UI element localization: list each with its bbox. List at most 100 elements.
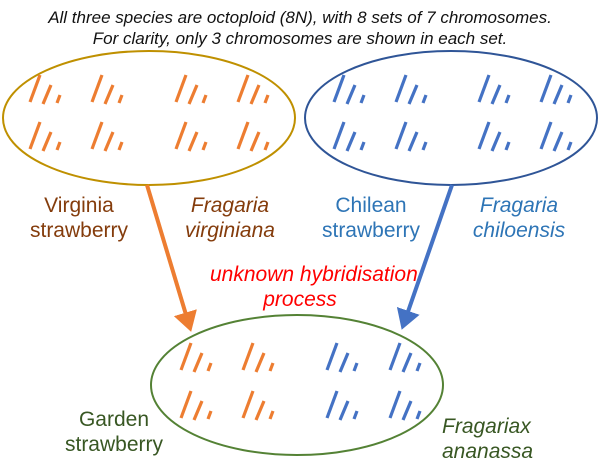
chromosome-stroke — [55, 94, 62, 104]
chromosome-stroke — [241, 342, 255, 371]
chromosome-stroke — [103, 131, 115, 152]
chilean-latin-line-2: chiloensis — [472, 219, 566, 242]
chromosome-stroke — [179, 342, 193, 371]
chilean-latin-name: Fragaria chiloensis — [458, 193, 580, 243]
chromosome-stroke — [332, 121, 346, 150]
virginia-latin-line-1: Fragaria — [190, 194, 270, 217]
chromosome-stroke — [249, 84, 261, 105]
chilean-chromosome-set — [477, 121, 511, 152]
chilean-common-line-1: Chilean — [335, 194, 407, 217]
chromosome-stroke — [401, 400, 413, 421]
virginia-chromosome-set — [90, 74, 124, 105]
virginia-common-line-2: strawberry — [29, 219, 129, 242]
chromosome-stroke — [174, 74, 188, 103]
chromosome-stroke — [490, 131, 502, 152]
virginia-latin-name: Fragaria virginiana — [170, 193, 290, 243]
chilean-chromosome-set — [394, 74, 428, 105]
chromosome-stroke — [401, 352, 413, 373]
virginia-chromosome-set — [28, 74, 62, 105]
chromosome-stroke — [254, 400, 266, 421]
chromosome-stroke — [345, 84, 357, 105]
chromosome-stroke — [325, 342, 339, 371]
chromosome-stroke — [201, 94, 208, 104]
garden-common-line-2: strawberry — [64, 433, 164, 456]
chromosome-stroke — [566, 94, 573, 104]
chromosome-stroke — [187, 131, 199, 152]
chromosome-stroke — [41, 131, 53, 152]
chromosome-stroke — [394, 121, 408, 150]
virginia-common-line-1: Virginia — [44, 194, 114, 217]
chromosome-stroke — [187, 84, 199, 105]
hybridisation-process-label: unknown hybridisation process — [210, 262, 418, 312]
chromosome-stroke — [415, 410, 422, 420]
chromosome-stroke — [206, 362, 213, 372]
chromosome-stroke — [268, 362, 275, 372]
chromosome-stroke — [236, 74, 250, 103]
chilean-arrow — [396, 184, 454, 330]
chromosome-stroke — [249, 131, 261, 152]
virginia-chromosome-set — [28, 121, 62, 152]
chromosome-stroke — [539, 121, 553, 150]
garden-latin-line-1: Fragariax — [442, 415, 531, 438]
chromosome-stroke — [192, 352, 204, 373]
chromosome-stroke — [552, 84, 564, 105]
chromosome-stroke — [388, 342, 402, 371]
chromosome-stroke — [490, 84, 502, 105]
chromosome-stroke — [504, 94, 511, 104]
chilean-latin-line-1: Fragaria — [479, 194, 559, 217]
chromosome-stroke — [117, 141, 124, 151]
chromosome-stroke — [338, 352, 350, 373]
chromosome-stroke — [268, 410, 275, 420]
chromosome-stroke — [477, 74, 491, 103]
chromosome-stroke — [28, 74, 42, 103]
hybrid-chilean-chromosome-set — [388, 390, 422, 421]
chromosome-stroke — [241, 390, 255, 419]
chromosome-stroke — [345, 131, 357, 152]
chromosome-stroke — [359, 94, 366, 104]
chromosome-stroke — [352, 410, 359, 420]
chromosome-stroke — [552, 131, 564, 152]
virginia-chromosome-set — [174, 121, 208, 152]
chilean-chromosome-set — [394, 121, 428, 152]
chilean-chromosome-set — [332, 121, 366, 152]
process-line-2: process — [263, 288, 337, 311]
chilean-chromosome-set — [539, 74, 573, 105]
virginia-arrow — [145, 184, 197, 332]
hybrid-chilean-chromosome-set — [388, 342, 422, 373]
chromosome-stroke — [388, 390, 402, 419]
hybrid-chilean-chromosome-set — [325, 390, 359, 421]
hybrid-virginia-chromosome-set — [241, 342, 275, 373]
chromosome-stroke — [90, 74, 104, 103]
chromosome-stroke — [179, 390, 193, 419]
chilean-common-name: Chilean strawberry — [308, 193, 434, 243]
chromosome-stroke — [407, 131, 419, 152]
chromosome-stroke — [504, 141, 511, 151]
virginia-chromosome-set — [90, 121, 124, 152]
chromosome-stroke — [192, 400, 204, 421]
chromosome-stroke — [539, 74, 553, 103]
chromosome-stroke — [352, 362, 359, 372]
hybrid-virginia-chromosome-set — [179, 342, 213, 373]
chromosome-stroke — [90, 121, 104, 150]
chromosome-stroke — [407, 84, 419, 105]
chromosome-stroke — [254, 352, 266, 373]
chromosome-stroke — [325, 390, 339, 419]
note-line-1: All three species are octoploid (8N), wi… — [48, 8, 552, 27]
chilean-ellipse — [304, 50, 598, 186]
chromosome-stroke — [103, 84, 115, 105]
chilean-chromosome-set — [332, 74, 366, 105]
virginia-chromosome-set — [236, 121, 270, 152]
garden-latin-name: Fragariax ananassa — [442, 414, 542, 464]
chromosome-stroke — [236, 121, 250, 150]
virginia-latin-line-2: virginiana — [185, 219, 275, 242]
chilean-common-line-2: strawberry — [321, 219, 421, 242]
chromosome-stroke — [206, 410, 213, 420]
chilean-chromosome-set — [477, 74, 511, 105]
chilean-chromosome-set — [539, 121, 573, 152]
virginia-chromosome-set — [236, 74, 270, 105]
chromosome-stroke — [28, 121, 42, 150]
garden-common-line-1: Garden — [78, 408, 150, 431]
chromosome-stroke — [55, 141, 62, 151]
